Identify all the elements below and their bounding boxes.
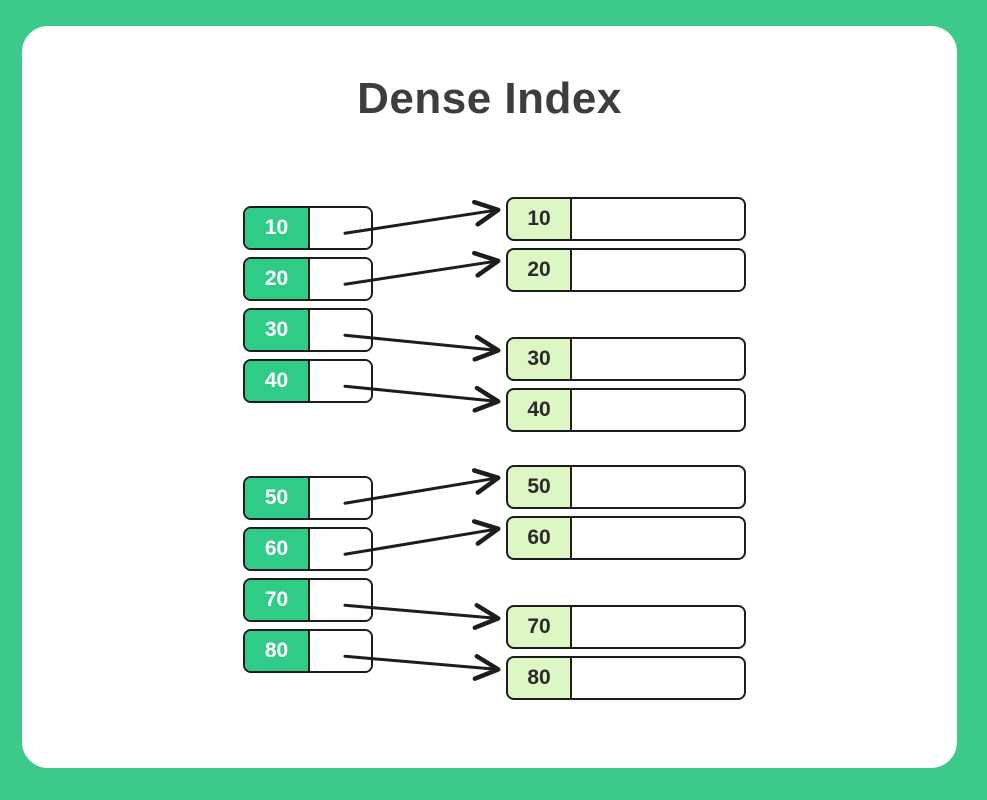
index-entry-key: 40 — [245, 361, 310, 401]
index-entry[interactable]: 60 — [243, 527, 373, 571]
index-entry-pointer-cell[interactable] — [310, 310, 371, 350]
index-entry-key: 50 — [245, 478, 310, 518]
diagram-card: Dense Index 10 20 30 40 50 60 70 80 10 20 30 40 50 6… — [22, 26, 957, 768]
index-entry-key: 30 — [245, 310, 310, 350]
data-record[interactable]: 70 — [506, 605, 746, 649]
data-record-key: 30 — [506, 337, 572, 381]
index-entry[interactable]: 20 — [243, 257, 373, 301]
data-record-value — [572, 656, 746, 700]
data-record[interactable]: 30 — [506, 337, 746, 381]
index-entry-pointer-cell[interactable] — [310, 478, 371, 518]
index-entry[interactable]: 40 — [243, 359, 373, 403]
index-entry-key: 60 — [245, 529, 310, 569]
index-entry-key: 70 — [245, 580, 310, 620]
data-record-key: 80 — [506, 656, 572, 700]
index-entry-pointer-cell[interactable] — [310, 259, 371, 299]
index-entry-pointer-cell[interactable] — [310, 361, 371, 401]
index-entry-pointer-cell[interactable] — [310, 208, 371, 248]
data-record-value — [572, 516, 746, 560]
index-entry[interactable]: 70 — [243, 578, 373, 622]
data-record[interactable]: 10 — [506, 197, 746, 241]
data-record[interactable]: 20 — [506, 248, 746, 292]
data-record-value — [572, 465, 746, 509]
data-record-value — [572, 337, 746, 381]
dense-index-diagram: 10 20 30 40 50 60 70 80 10 20 30 40 50 60 70 80 — [22, 26, 957, 768]
index-entry-pointer-cell[interactable] — [310, 631, 371, 671]
index-entry[interactable]: 50 — [243, 476, 373, 520]
pointer-arrow-layer — [343, 199, 501, 681]
index-entry-pointer-cell[interactable] — [310, 529, 371, 569]
data-record[interactable]: 80 — [506, 656, 746, 700]
data-record[interactable]: 60 — [506, 516, 746, 560]
data-record-key: 40 — [506, 388, 572, 432]
index-entry[interactable]: 80 — [243, 629, 373, 673]
index-entry-key: 20 — [245, 259, 310, 299]
data-record-value — [572, 197, 746, 241]
data-record-value — [572, 248, 746, 292]
index-entry[interactable]: 10 — [243, 206, 373, 250]
data-record-value — [572, 388, 746, 432]
data-record-key: 10 — [506, 197, 572, 241]
data-record[interactable]: 40 — [506, 388, 746, 432]
data-record-key: 70 — [506, 605, 572, 649]
data-record-key: 20 — [506, 248, 572, 292]
index-entry-pointer-cell[interactable] — [310, 580, 371, 620]
index-entry-key: 10 — [245, 208, 310, 248]
page-title: Dense Index — [357, 74, 622, 123]
index-entry[interactable]: 30 — [243, 308, 373, 352]
data-record-key: 60 — [506, 516, 572, 560]
data-record-key: 50 — [506, 465, 572, 509]
data-record-value — [572, 605, 746, 649]
index-entry-key: 80 — [245, 631, 310, 671]
data-record[interactable]: 50 — [506, 465, 746, 509]
